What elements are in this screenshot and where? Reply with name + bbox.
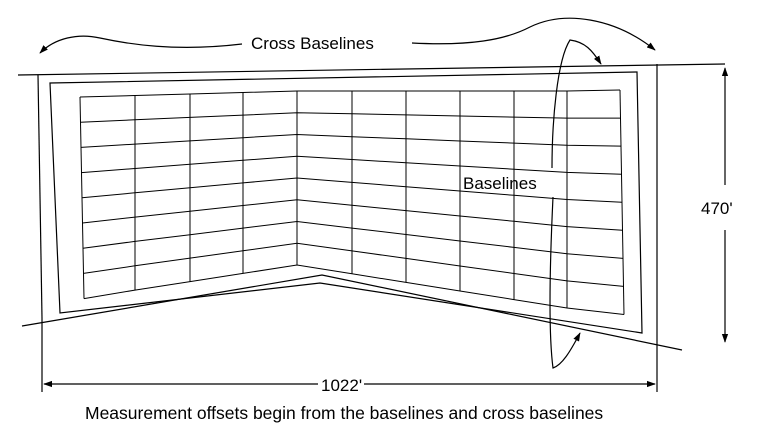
baseline-line	[83, 242, 624, 287]
baselines-arc-lower	[549, 196, 581, 369]
diagram-caption: Measurement offsets begin from the basel…	[85, 403, 603, 423]
baseline-line	[81, 155, 622, 175]
baselines-label: Baselines	[463, 174, 537, 193]
cross-baselines-callout	[39, 17, 656, 54]
cross-baselines-label: Cross Baselines	[251, 34, 374, 53]
site-boundary	[17, 63, 726, 351]
baseline-line	[81, 177, 623, 203]
cross-baselines-right-arc	[411, 17, 656, 51]
baseline-line	[83, 264, 625, 315]
measurement-grid	[79, 89, 625, 315]
outer-boundary-bottom	[21, 274, 683, 351]
baselines-arc-upper	[551, 39, 602, 169]
baseline-line	[82, 199, 623, 231]
width-dimension-label: 1022'	[321, 376, 362, 395]
height-dimension-label: 470'	[701, 199, 733, 218]
baselines-callout	[549, 39, 602, 369]
outer-boundary-top	[17, 63, 726, 76]
baseline-line	[79, 89, 621, 98]
inner-boundary	[49, 71, 643, 334]
width-dimension	[41, 318, 658, 392]
baseline-line	[82, 220, 624, 259]
baseline-line	[80, 133, 622, 148]
outer-boundary-left	[37, 74, 43, 319]
baseline-line	[80, 112, 621, 123]
cross-baselines-left-arc	[39, 35, 243, 54]
cross-baseline-line	[79, 96, 85, 299]
